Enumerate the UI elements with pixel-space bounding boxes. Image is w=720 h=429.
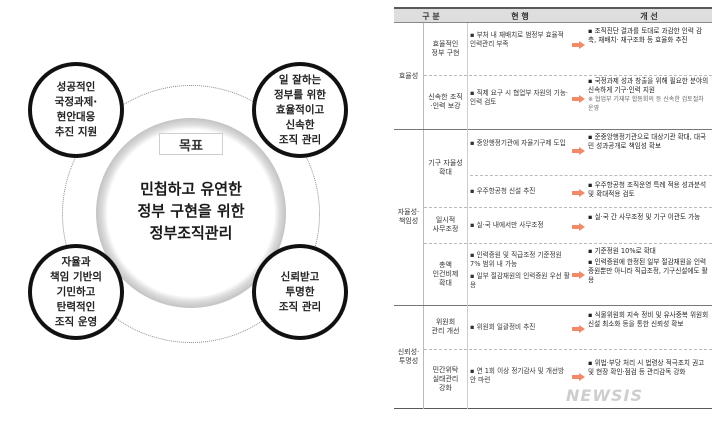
sub-rapid-staffing: 신속한 조직 ·인력 보강 (424, 75, 468, 129)
current-text: ▪ 부처 내 재배치로 범정부 효율적 인력관리 부족 (470, 31, 564, 48)
table-header: 구 분 현 행 개 선 (394, 9, 712, 23)
newsis-watermark: NEWSIS (566, 386, 643, 405)
improvement-text: ▪ 준중앙행정기관으로 대상기관 확대, 대국민 성과공개로 책임성 확보 (588, 133, 707, 150)
goal-statement: 민첩하고 유연한 정부 구현을 위한 정부조직관리 (114, 178, 268, 244)
strategy-line: 조직 관리 (278, 300, 322, 313)
arrow-right-icon (572, 147, 586, 155)
header-category: 구 분 (422, 12, 440, 21)
arrow-right-icon (572, 41, 586, 49)
current-text: ▪ 우주항공청 신설 추진 (470, 187, 536, 195)
dotted-orbit-ring (62, 85, 320, 343)
arrow-right-icon (572, 223, 586, 231)
improvement-text: ▪ 실·국 간 사무조정 및 기구 이관도 가능 (588, 213, 701, 221)
arrow-right-icon (572, 95, 586, 103)
current-text: ▪ 실·국 내에서만 사무조정 (470, 221, 544, 229)
current-item: ▪ 일부 절감재원의 인력증원 우선 활용 (470, 272, 570, 289)
section-divider (394, 305, 712, 306)
comparison-table: 구 분 현 행 개 선 효율성 자율성· 책임성 신뢰성· 투명성 효율적인 정… (394, 7, 712, 409)
sub-efficient-gov: 효율적인 정부 구현 (424, 23, 468, 75)
strategy-line: 기민하고 (56, 285, 96, 298)
strategy-circle-bottom-right: 신뢰받고 투명한 조직 관리 (252, 244, 348, 340)
current-text: ▪ 위원회 일괄정비 추진 (470, 323, 536, 331)
strategy-circle-top-left: 성공적인 국정과제· 현안대응 추진 지원 (28, 62, 124, 158)
header-current: 현 행 (511, 12, 529, 21)
row-divider (424, 75, 712, 76)
goal-diagram: 목표 민첩하고 유연한 정부 구현을 위한 정부조직관리 성공적인 국정과제· … (28, 62, 348, 343)
improvement-text: ▪ 식물위원회 지속 정비 및 유사중복 위원회 신설 최소화 등을 통한 신뢰… (588, 311, 709, 328)
arrow-right-icon (572, 373, 586, 381)
strategy-line: 신뢰받고 (280, 270, 320, 283)
sub-org-autonomy: 기구 자율성 확대 (424, 129, 468, 207)
goal-line: 민첩하고 유연한 (140, 180, 242, 198)
improvement-text: ▪ 조직진단 결과를 토대로 과감한 인력 감축, 재배치· 재구조화 등 효율… (588, 27, 703, 44)
improvement-text: ▪ 우주항공청 조직운영 특례 적용 성과분석 및 확대적용 검토 (588, 181, 707, 198)
row-divider (424, 349, 712, 350)
goal-line: 정부 구현을 위한 (137, 202, 245, 220)
row-divider (424, 207, 712, 208)
section-divider (394, 129, 712, 130)
strategy-line: 책임 기반의 (50, 270, 102, 283)
current-text: ▪ 중앙행정기관에 자율기구제 도입 (470, 139, 566, 147)
strategy-line: 현안대응 (56, 111, 96, 123)
strategy-line: 정부를 위한 (274, 88, 326, 101)
strategy-line: 투명한 (285, 285, 315, 298)
sub-total-labor-cost: 총액 인건비제 확대 (424, 243, 468, 305)
goal-label: 목표 (159, 133, 223, 155)
strategy-line: 조직 관리 (278, 133, 322, 146)
arrow-right-icon (572, 271, 586, 279)
improvement-text: ▪ 기준정원 10%로 확대 ▪ 인력증원에 한정된 일부 절감재원을 인력증원… (588, 247, 710, 285)
strategy-line: 탄력적인 (56, 300, 96, 313)
improvement-text: ▪ 위법·부당 처리 시 법령상 적극조치 권고 및 현장 확인·점검 등 관리… (588, 359, 705, 376)
improvement-item: ▪ 인력증원에 한정된 일부 절감재원을 인력증원뿐만 아니라 직급조정, 기구… (588, 258, 708, 284)
sub-private-entrust: 민간위탁 실태관리 강화 (424, 349, 468, 409)
strategy-line: 효율적이고 (275, 103, 325, 116)
strategy-line: 성공적인 (56, 81, 96, 93)
strategy-line: 국정과제· (54, 96, 98, 108)
arrow-right-icon (572, 325, 586, 333)
category-efficiency: 효율성 (394, 23, 424, 129)
strategy-line: 신속한 (285, 118, 315, 131)
category-autonomy: 자율성· 책임성 (394, 129, 424, 305)
sub-temp-adjustment: 일시적 사무조정 (424, 207, 468, 243)
strategy-line: 일 잘하는 (278, 73, 322, 86)
current-text: ▪ 연 1회 이상 정기감사 및 개선방안 마련 (470, 367, 565, 384)
row-divider (424, 243, 712, 244)
improvement-note: ※ 협업부 기재부 합동회의 등 신속한 검토절차 운영 (588, 96, 704, 112)
sub-committee-mgmt: 위원회 관리 개선 (424, 305, 468, 349)
arrow-right-icon (572, 189, 586, 197)
goal-line: 정부조직관리 (149, 224, 233, 242)
strategy-circle-top-right: 일 잘하는 정부를 위한 효율적이고 신속한 조직 관리 (252, 62, 348, 158)
strategy-line: 자율과 (61, 255, 91, 268)
strategy-line: 추진 지원 (54, 126, 98, 138)
category-trust: 신뢰성· 투명성 (394, 305, 424, 409)
goal-circle (114, 136, 268, 290)
current-item: ▪ 인력증원 및 직급조정 기준정원 7% 범위 내 가능 (470, 251, 562, 268)
improvement-text: ▪ 국정과제 성과 창출을 위해 필요한 분야의 신속하게 기구·인력 지원 ※… (588, 77, 710, 113)
row-divider (470, 175, 712, 176)
improvement-item: ▪ 기준정원 10%로 확대 (588, 247, 656, 255)
strategy-circle-bottom-left: 자율과 책임 기반의 기민하고 탄력적인 조직 운영 (28, 244, 124, 340)
header-improvement: 개 선 (640, 12, 658, 21)
current-text: ▪ 직제 요구 시 협업부 자원의 기능·인력 검토 (470, 89, 569, 106)
improvement-main: ▪ 국정과제 성과 창출을 위해 필요한 분야의 신속하게 기구·인력 지원 (588, 77, 709, 94)
strategy-line: 조직 운영 (54, 315, 98, 328)
current-text: ▪ 인력증원 및 직급조정 기준정원 7% 범위 내 가능 ▪ 일부 절감재원의… (470, 251, 570, 290)
